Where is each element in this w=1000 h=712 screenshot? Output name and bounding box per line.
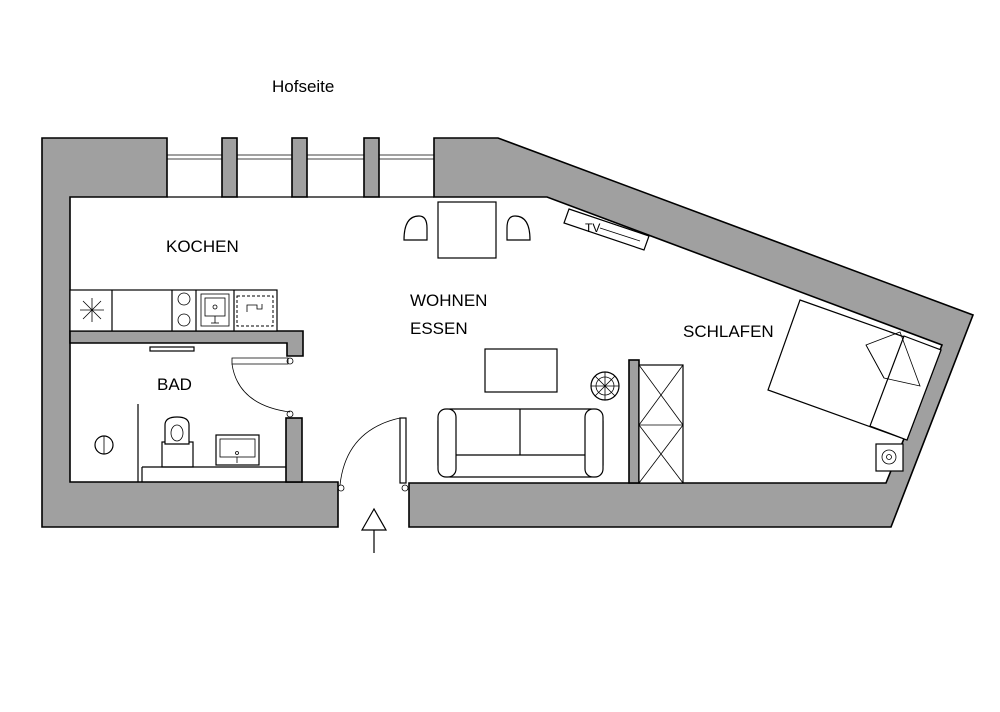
wardrobe [638,364,684,484]
bed [767,299,942,441]
cooktop-icon [80,298,104,322]
tv: TV [563,208,650,251]
kitchen-label: KOCHEN [166,237,239,256]
sink-icon [200,293,230,327]
sleeping-label: SCHLAFEN [683,322,774,341]
coffee-table [484,348,558,393]
window-pillar [363,137,380,198]
dining-label: ESSEN [410,319,468,338]
living-label: WOHNEN [410,291,487,310]
bath-label: BAD [157,375,192,394]
windows [167,154,434,198]
wall-left [41,137,339,528]
wall-bath-right [285,417,303,483]
sofa [437,408,604,478]
wall-kitchen-bath [69,330,304,357]
window-pillar [291,137,308,198]
chair [403,215,428,241]
bath-fixtures [94,346,286,482]
nightstand [875,443,904,472]
wall-right [408,137,975,528]
chair [506,215,531,241]
walls [41,137,975,528]
doors [231,357,409,492]
washbasin [215,434,260,466]
kitchen-counter [69,289,278,332]
plant-icon [590,371,620,401]
shower-icon [94,404,139,482]
wall-partition [628,359,640,484]
tv-label: TV [585,221,600,235]
window-pillar [221,137,238,198]
toilet-icon [161,416,194,468]
entrance-arrow-icon [360,507,388,553]
courtyard-side-label: Hofseite [272,77,334,96]
dining-table [403,201,531,259]
